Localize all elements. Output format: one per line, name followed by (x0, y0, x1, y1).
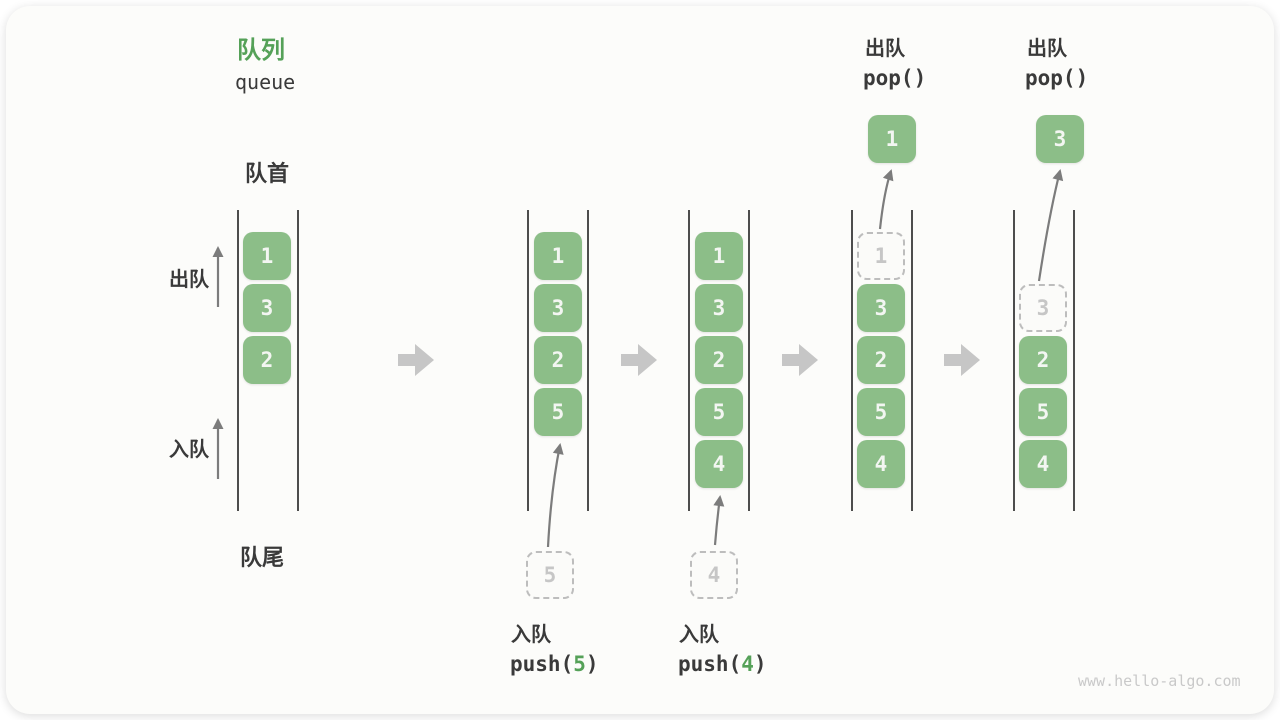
page-title: 队列 (237, 37, 285, 64)
op-label-enqueue: 入队 (511, 624, 551, 646)
staging-cell: 5 (526, 551, 574, 599)
op-label-dequeue: 出队 (1027, 38, 1067, 60)
op-arg: 4 (741, 652, 754, 676)
page-subtitle: queue (235, 70, 296, 94)
queue-cell: 4 (1019, 440, 1067, 488)
staging-cell: 4 (690, 551, 738, 599)
queue-rail (1073, 210, 1075, 511)
queue-cell: 2 (1019, 336, 1067, 384)
queue-cell: 5 (695, 388, 743, 436)
op-code-pop-2: pop() (1025, 66, 1089, 90)
queue-cell: 2 (243, 336, 291, 384)
op-fn: push( (678, 652, 742, 676)
queue-rail (587, 210, 589, 511)
queue-cell: 3 (243, 284, 291, 332)
queue-rail (911, 210, 913, 511)
op-close: ) (585, 652, 599, 676)
label-queue-front: 队首 (245, 161, 290, 186)
queue-cell: 1 (695, 232, 743, 280)
ghost-cell: 1 (857, 232, 905, 280)
queue-rail (1013, 210, 1015, 511)
ghost-cell: 3 (1019, 284, 1067, 332)
queue-cell: 4 (695, 440, 743, 488)
op-label-dequeue: 出队 (865, 38, 905, 60)
queue-rail (297, 210, 299, 511)
queue-cell: 2 (695, 336, 743, 384)
queue-cell: 5 (857, 388, 905, 436)
label-enqueue-side: 入队 (169, 439, 209, 461)
op-arg: 5 (573, 652, 586, 676)
queue-cell: 2 (534, 336, 582, 384)
label-dequeue-side: 出队 (169, 269, 209, 291)
queue-cell: 4 (857, 440, 905, 488)
op-code-push-5: push(5) (510, 652, 599, 676)
queue-cell: 5 (1019, 388, 1067, 436)
queue-cell: 2 (857, 336, 905, 384)
op-label-enqueue: 入队 (679, 624, 719, 646)
queue-rail (851, 210, 853, 511)
popped-cell: 3 (1036, 115, 1084, 163)
label-queue-rear: 队尾 (240, 545, 285, 570)
queue-cell: 1 (534, 232, 582, 280)
watermark: www.hello-algo.com (1078, 672, 1241, 690)
queue-cell: 3 (534, 284, 582, 332)
queue-cell: 5 (534, 388, 582, 436)
queue-rail (688, 210, 690, 511)
queue-rail (748, 210, 750, 511)
queue-rail (527, 210, 529, 511)
queue-cell: 3 (695, 284, 743, 332)
popped-cell: 1 (868, 115, 916, 163)
diagram-canvas (6, 6, 1274, 714)
queue-rail (237, 210, 239, 511)
op-close: ) (753, 652, 767, 676)
op-fn: push( (510, 652, 574, 676)
op-code-pop-1: pop() (863, 66, 927, 90)
queue-cell: 1 (243, 232, 291, 280)
queue-cell: 3 (857, 284, 905, 332)
op-code-push-4: push(4) (678, 652, 767, 676)
